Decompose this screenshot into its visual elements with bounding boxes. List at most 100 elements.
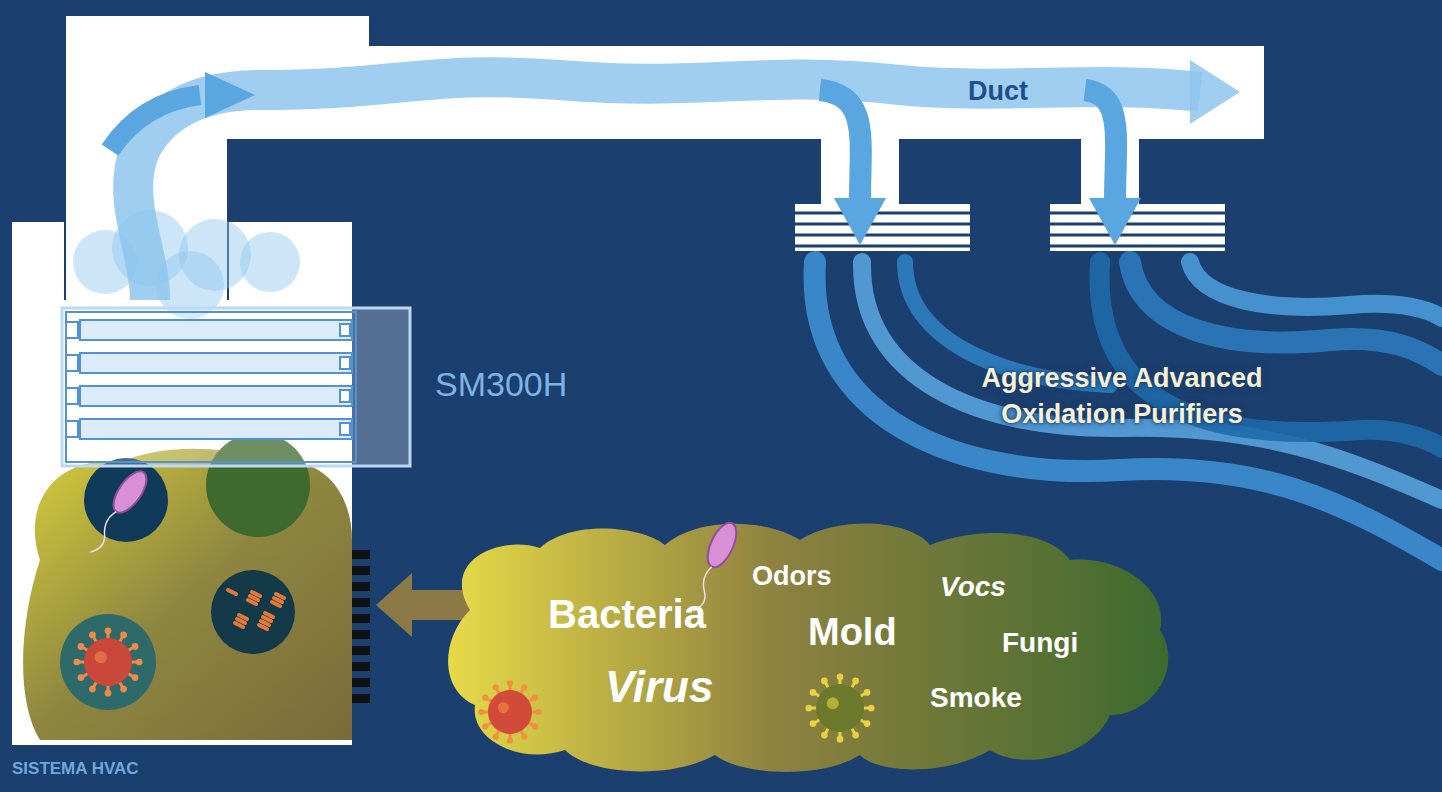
intake-grille — [352, 550, 370, 703]
virus-spike — [814, 693, 825, 700]
virus-spike — [478, 709, 484, 715]
virus-spike — [532, 723, 538, 729]
lamp-cap — [340, 390, 350, 402]
module-outline — [62, 308, 410, 466]
purifier-waves — [815, 262, 1442, 560]
node-heading: SISTEMA HVAC — [12, 760, 139, 779]
grille-slat — [795, 223, 970, 226]
virus-spike — [89, 632, 96, 639]
grille-slat — [352, 614, 370, 623]
contaminant-word: Smoke — [930, 683, 1022, 714]
virus-spike — [486, 720, 496, 726]
grille-slat — [352, 598, 370, 607]
virus-body — [827, 697, 839, 709]
illustration-part — [107, 466, 153, 518]
virus-spike — [82, 670, 93, 677]
virus-spike — [518, 725, 524, 735]
virus-spike — [509, 727, 512, 739]
contaminant-word: Virus — [605, 663, 713, 711]
bacteria-rod — [228, 590, 236, 594]
lamp-cap — [66, 421, 78, 437]
virus-spike — [810, 689, 817, 696]
grille-slat — [1050, 212, 1225, 215]
lamp-cap — [66, 322, 78, 338]
module-outline — [66, 312, 356, 462]
virus-spike — [123, 670, 134, 677]
virus-spike — [482, 695, 488, 701]
contaminant-word: Fungi — [1002, 628, 1078, 659]
illustration-part — [87, 510, 123, 555]
grille-slat — [352, 582, 370, 591]
air-puff — [240, 232, 300, 292]
bacteria-rod — [261, 621, 269, 625]
uv-lamp-module: SM300H — [62, 308, 410, 466]
duct-label: Duct — [968, 77, 1028, 107]
grille-slat — [352, 662, 370, 671]
virus-spike — [496, 688, 502, 698]
virus-spike — [852, 732, 859, 739]
microbe-circle — [206, 433, 310, 537]
virus-spike — [507, 738, 513, 744]
contaminant-word: Odors — [752, 562, 832, 592]
uv-lamp — [80, 386, 352, 406]
vent-grille — [795, 204, 1225, 251]
grille-slat — [1050, 234, 1225, 237]
bacteria-rod — [239, 615, 247, 619]
uv-lamp — [80, 419, 352, 439]
grille-slat — [352, 646, 370, 655]
virus-spike — [864, 689, 871, 696]
grille-slat — [352, 630, 370, 639]
virus-body — [816, 684, 864, 732]
virus-spike — [78, 643, 85, 650]
bacteria-rod — [235, 623, 243, 627]
duct-band: Duct — [370, 45, 1265, 140]
virus-spike — [852, 678, 859, 685]
virus-spike — [493, 684, 499, 690]
duct-wall — [227, 222, 229, 300]
contaminant-word: Bacteria — [548, 592, 706, 636]
virus-spike — [837, 736, 844, 743]
air-flow-head — [205, 72, 255, 118]
grille-slat — [795, 234, 970, 237]
bacteria-rod — [237, 619, 245, 623]
virus-body — [498, 702, 509, 713]
virus-body — [95, 651, 107, 663]
grille-slat — [1050, 223, 1225, 226]
virus-spike — [116, 636, 123, 647]
virus-spike — [518, 688, 524, 698]
cloud-shape — [448, 524, 1168, 772]
virus-spike — [507, 680, 513, 686]
virus-spike — [523, 698, 533, 704]
air-flow-head — [1190, 60, 1240, 124]
virus-spike — [509, 685, 512, 697]
arrow-shaft — [412, 590, 470, 620]
virus-spike — [107, 632, 110, 645]
bacteria-rod — [263, 617, 271, 621]
grille-slat — [352, 678, 370, 687]
flow-arrow — [376, 573, 470, 637]
virus-spike — [78, 661, 91, 664]
contaminant-word: Mold — [808, 612, 897, 654]
virus-spike — [123, 647, 134, 654]
microbe-circle — [211, 570, 295, 654]
virus-body — [488, 690, 532, 734]
microbe-circle — [60, 614, 156, 710]
arrow-head — [376, 573, 412, 637]
virus-spike — [496, 725, 502, 735]
virus-spike — [864, 720, 871, 727]
virus-spike — [483, 711, 495, 714]
virus-spike — [486, 698, 496, 704]
air-flow-head — [1089, 198, 1141, 245]
virus-spike — [105, 627, 112, 634]
virus-spike — [521, 684, 527, 690]
virus-spike — [532, 695, 538, 701]
virus-spike — [116, 677, 123, 688]
virus-spike — [536, 709, 542, 715]
virus-spike — [82, 647, 93, 654]
virus-spike — [814, 716, 825, 723]
air-flow — [110, 95, 200, 150]
duct-wall — [64, 222, 66, 300]
virus-spike — [821, 678, 828, 685]
